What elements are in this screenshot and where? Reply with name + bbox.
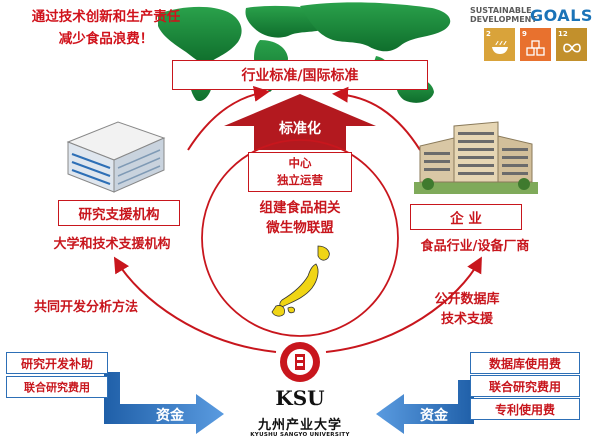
slogan-line-1: 通过技术创新和生产责任 (31, 9, 181, 25)
company-title: 企 业 (450, 211, 482, 227)
funding-item-label: 联合研究费用 (488, 379, 561, 394)
standardization-arrow (224, 94, 376, 150)
database-support-label: 公开数据库 技术支援 (412, 290, 522, 330)
japan-map-image (271, 245, 330, 317)
sdg-title-line-1: SUSTAINABLE (470, 6, 532, 15)
alliance-text: 组建食品相关 微生物联盟 (215, 198, 385, 238)
funding-item-rd-grant: 研究开发补助 (6, 352, 108, 374)
funding-item-joint-research: 联合研究费用 (6, 376, 108, 398)
right-funds-label: 资金 (420, 408, 448, 424)
research-support-title: 研究支援机构 (78, 207, 160, 223)
standards-banner-text: 行业标准/国际标准 (241, 68, 359, 84)
sdg-tile-number: 2 (486, 30, 491, 38)
company-box: 企 业 (410, 204, 522, 230)
infinity-icon (562, 43, 581, 53)
funding-item-label: 专利使用费 (494, 402, 555, 417)
funding-item-label: 研究开发补助 (20, 356, 93, 371)
university-name-en: KYUSHU SANGYO UNIVERSITY (250, 432, 350, 438)
university-emblem-icon (280, 342, 320, 382)
sdg-tile-12: 12 (556, 28, 587, 61)
funding-item-label: 数据库使用费 (488, 356, 561, 371)
research-support-subtitle: 大学和技术支援机构 (53, 237, 171, 252)
joint-development-label: 共同开发分析方法 (34, 300, 139, 315)
center-line-1: 中心 (288, 156, 312, 170)
slogan-line-2: 减少食品浪费！ (58, 31, 154, 47)
company-building-image (414, 121, 538, 194)
sdg-tile-number: 9 (522, 30, 527, 38)
center-line-2: 独立运营 (277, 173, 323, 187)
food-bowl-icon (491, 41, 508, 54)
standards-banner: 行业标准/国际标准 (172, 60, 428, 90)
slogan: 通过技术创新和生产责任 减少食品浪费！ (6, 6, 206, 50)
center-box: 中心 独立运营 (248, 152, 352, 192)
funding-item-label: 联合研究费用 (24, 381, 90, 394)
company-subtitle: 食品行业/设备厂商 (420, 239, 530, 254)
database-support-line-2: 技术支援 (440, 312, 493, 327)
alliance-line-2: 微生物联盟 (266, 220, 334, 236)
sdg-tile-2: 2 (484, 28, 515, 61)
funding-item-database-fee: 数据库使用费 (470, 352, 580, 374)
university-logo-text: KSU (275, 386, 325, 410)
sdg-logo: SUSTAINABLE DEVELOPMENT GOALS (470, 6, 594, 25)
sdg-tile-number: 12 (558, 30, 568, 38)
sdg-tile-9: 9 (520, 28, 551, 61)
funding-item-joint-research-fee: 联合研究费用 (470, 375, 580, 397)
university-name-cn: 九州产业大学 (257, 418, 342, 433)
database-support-line-1: 公开数据库 (434, 292, 500, 307)
standardization-label: 标准化 (279, 121, 321, 137)
sdg-title-line-2: DEVELOPMENT (470, 15, 537, 24)
funding-item-patent-fee: 专利使用费 (470, 398, 580, 420)
industry-cubes-icon (525, 40, 545, 56)
left-funds-label: 资金 (156, 408, 184, 424)
sdg-goals-word: GOALS (530, 6, 593, 25)
alliance-line-1: 组建食品相关 (259, 200, 341, 216)
research-support-box: 研究支援机构 (58, 200, 180, 226)
research-building-image (66, 121, 166, 193)
